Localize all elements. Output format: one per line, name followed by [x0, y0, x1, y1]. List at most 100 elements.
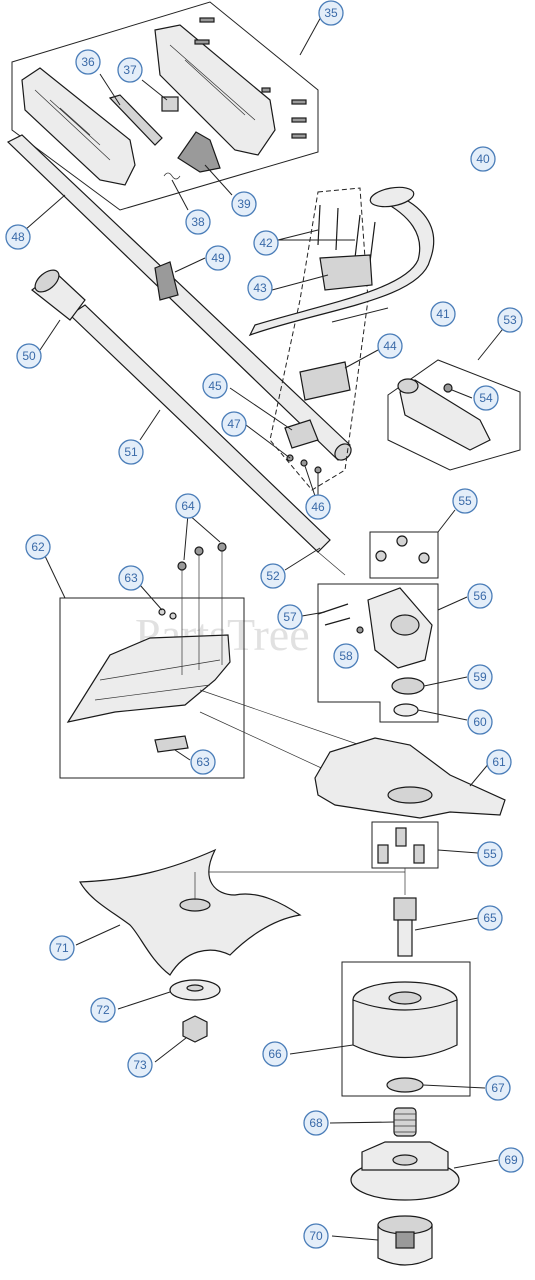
callout-label-51: 51 — [124, 445, 138, 459]
callout-label-35: 35 — [324, 6, 338, 20]
callout-61: 61 — [486, 749, 512, 775]
callout-40: 40 — [470, 146, 496, 172]
callout-42: 42 — [253, 230, 279, 256]
callout-label-42: 42 — [259, 236, 273, 250]
callout-59: 59 — [467, 664, 493, 690]
callout-label-47: 47 — [227, 417, 241, 431]
callout-label-37: 37 — [123, 63, 137, 77]
callout-label-61: 61 — [492, 755, 506, 769]
nut-set-top — [369, 509, 456, 579]
callout-67: 67 — [485, 1075, 511, 1101]
callout-label-63-bottom: 63 — [196, 755, 210, 769]
callout-69: 69 — [498, 1147, 524, 1173]
part-bearing-washer — [391, 677, 425, 695]
callout-label-44: 44 — [383, 339, 397, 353]
callout-66: 66 — [262, 1041, 288, 1067]
callout-72: 72 — [90, 997, 116, 1023]
callout-label-48: 48 — [11, 230, 25, 244]
guard-assembly — [44, 513, 361, 779]
callout-label-55-bottom: 55 — [483, 847, 497, 861]
callout-49: 49 — [205, 245, 231, 271]
part-handle-clamp-lower — [299, 361, 351, 401]
callout-60: 60 — [467, 709, 493, 735]
part-clamp-bracket — [284, 419, 319, 449]
part-barrier-bracket — [399, 379, 491, 451]
callout-label-71: 71 — [55, 941, 69, 955]
handle-nuts — [286, 454, 322, 474]
callout-53: 53 — [497, 307, 523, 333]
callout-48: 48 — [5, 224, 31, 250]
callout-35: 35 — [318, 0, 344, 26]
group-dashed-handle — [269, 187, 369, 491]
callout-label-64: 64 — [181, 499, 195, 513]
callout-55-bottom: 55 — [477, 841, 503, 867]
part-guard-plate — [154, 735, 189, 753]
callout-63-top: 63 — [118, 565, 144, 591]
blade-washer-nut — [117, 979, 221, 1063]
callout-44: 44 — [377, 333, 403, 359]
callout-50: 50 — [16, 343, 42, 369]
callout-label-40: 40 — [476, 152, 490, 166]
callout-64: 64 — [175, 493, 201, 519]
callout-47: 47 — [221, 411, 247, 437]
part-throttle-lock — [177, 131, 221, 173]
part-spring — [163, 172, 181, 180]
callout-label-52: 52 — [266, 569, 280, 583]
bump-knob — [331, 1215, 433, 1266]
callout-label-56: 56 — [473, 589, 487, 603]
callout-label-53: 53 — [503, 313, 517, 327]
arbor-bolt — [195, 868, 479, 957]
callout-57: 57 — [277, 604, 303, 630]
callout-45: 45 — [202, 373, 228, 399]
drive-shaft-assembly — [6, 134, 352, 461]
callout-label-73: 73 — [133, 1058, 147, 1072]
callout-label-58: 58 — [339, 649, 353, 663]
callout-label-46: 46 — [311, 500, 325, 514]
callout-37: 37 — [117, 57, 143, 83]
lower-shaft-assembly — [31, 269, 346, 576]
part-guard-cover — [314, 737, 506, 819]
part-shaft-clamp — [154, 261, 179, 301]
callout-label-60: 60 — [473, 715, 487, 729]
callout-label-57: 57 — [283, 610, 297, 624]
group-box-56 — [317, 583, 439, 723]
gear-head-assembly — [301, 583, 468, 723]
callout-label-41: 41 — [436, 307, 450, 321]
barrier-bar-assembly — [387, 319, 521, 471]
callout-51: 51 — [118, 439, 144, 465]
part-spring-washer — [386, 1077, 424, 1093]
callout-63-bottom: 63 — [190, 749, 216, 775]
callout-73: 73 — [127, 1052, 153, 1078]
callout-62: 62 — [25, 534, 51, 560]
part-barrier-screw — [443, 383, 453, 393]
callout-58: 58 — [333, 643, 359, 669]
callout-label-39: 39 — [237, 197, 251, 211]
callout-label-49: 49 — [211, 251, 225, 265]
part-lower-shaft — [69, 304, 331, 553]
callout-label-55-top: 55 — [458, 494, 472, 508]
group-box-66 — [341, 961, 471, 1097]
callout-55-top: 55 — [452, 488, 478, 514]
blade-assembly — [75, 848, 302, 976]
part-blade-nut — [182, 1015, 208, 1043]
callout-label-70: 70 — [309, 1229, 323, 1243]
callout-label-63-top: 63 — [124, 571, 138, 585]
part-handle-clamp-upper — [319, 254, 373, 291]
callout-label-45: 45 — [208, 379, 222, 393]
part-throttle-trigger — [108, 94, 163, 146]
callout-label-59: 59 — [473, 670, 487, 684]
trimmer-head-assembly — [289, 961, 486, 1097]
callout-38: 38 — [185, 209, 211, 235]
part-trimmer-housing — [352, 999, 458, 1058]
callout-71: 71 — [49, 935, 75, 961]
callout-label-72: 72 — [96, 1003, 110, 1017]
part-arbor-shank — [397, 919, 413, 957]
callout-54: 54 — [473, 385, 499, 411]
callout-label-36: 36 — [81, 55, 95, 69]
callout-68: 68 — [303, 1110, 329, 1136]
callout-39: 39 — [231, 191, 257, 217]
handle-housing-assembly — [11, 1, 323, 211]
part-arbor-head — [393, 897, 417, 921]
callout-label-68: 68 — [309, 1116, 323, 1130]
